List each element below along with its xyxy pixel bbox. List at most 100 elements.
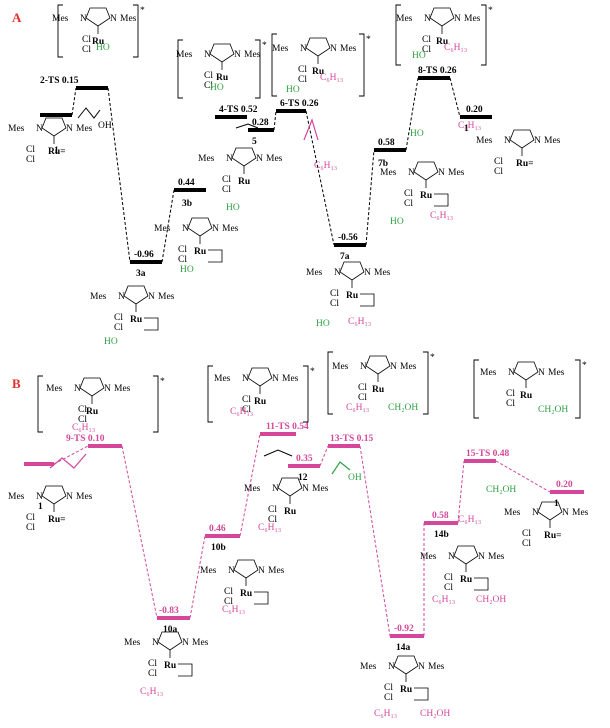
alkene-a-6 <box>303 118 319 141</box>
fragment-a-3b-ho: HO <box>226 203 240 213</box>
ts-bracket-a-2-star: * <box>140 6 145 16</box>
alkene-b-12 <box>263 449 293 457</box>
structure-b-1-ru: Ru= <box>48 515 66 525</box>
structure-b-13ts-n-left: N <box>360 362 367 372</box>
structure-b-14b-cl-2: Cl <box>444 583 453 593</box>
structure-b-14b-cl-1: Cl <box>444 573 453 583</box>
fragment-a-8-c6h13: C₆H₁₃ <box>458 121 481 131</box>
structure-a-1-end-mes-right: Mes <box>544 136 561 146</box>
structure-b-11ts-mes-left: Mes <box>214 374 231 384</box>
structure-a-8ts-n-left: N <box>424 14 431 24</box>
energy-value-a-3b: 0.44 <box>178 178 195 188</box>
structure-a-3a-ring-ru: Ru <box>130 315 143 325</box>
structure-a-6ts-cl-2: Cl <box>298 75 307 85</box>
structure-b-15ts-ru: Ru <box>520 391 533 401</box>
structure-a-3a-cl-2: Cl <box>178 255 187 265</box>
connector-a-9 <box>449 77 461 118</box>
connector-b-3 <box>239 433 261 537</box>
structure-a-7a-cl-2: Cl <box>330 299 339 309</box>
connector-a-1 <box>107 87 131 263</box>
structure-b-10b-mes-left: Mes <box>200 566 217 576</box>
fragment-a-5-c6h13: C₆H₁₃ <box>314 161 337 171</box>
structure-a-7a-mes-left: Mes <box>306 268 323 278</box>
structure-a-1-mes-right: Mes <box>76 124 93 134</box>
structure-b-1-end-cl-2: Cl <box>522 539 531 549</box>
structure-a-1-cl-2: Cl <box>26 155 35 165</box>
level-name-a-3a: 3a <box>136 269 146 279</box>
structure-a-3b-n-left: N <box>226 154 233 164</box>
structure-b-11ts-cl-2: Cl <box>242 405 251 415</box>
structure-a-1-end-n-right: N <box>534 136 541 146</box>
structure-a-1-end-ru: Ru= <box>516 159 534 169</box>
structure-b-10b-cl-2: Cl <box>224 597 233 607</box>
structure-b-9ts-n-left: N <box>74 384 81 394</box>
alkene-b-13 <box>331 461 351 475</box>
fragment-a-7b-c6h13: C₆H₁₃ <box>430 211 453 221</box>
structure-a-3b-mes-right: Mes <box>266 154 283 164</box>
structure-a-3a-n-right: N <box>212 224 219 234</box>
connector-a-6 <box>305 110 335 246</box>
structure-b-10b-mes-right: Mes <box>268 566 285 576</box>
structure-b-14b-mes-right: Mes <box>488 552 505 562</box>
level-name-b-10b: 10b <box>211 543 226 553</box>
structure-a-7b-n-right: N <box>438 168 445 178</box>
structure-a-8ts-cl-1: Cl <box>422 35 431 45</box>
structure-a-2ts-n-right: N <box>110 14 117 24</box>
structure-b-13ts-n-right: N <box>390 362 397 372</box>
connector-b-0 <box>53 445 89 465</box>
structure-b-15ts-n-left: N <box>508 368 515 378</box>
level-name-a-1end: 1 <box>464 124 469 134</box>
structure-b-9ts-ru: Ru <box>86 407 99 417</box>
fragment-a-7a-ho: HO <box>316 319 330 329</box>
structure-b-12-mes-left: Mes <box>244 484 261 494</box>
fragment-b-12-c6h13: C₆H₁₃ <box>258 523 281 533</box>
structure-a-2ts-n-left: N <box>80 14 87 24</box>
level-name-b-14b: 14b <box>434 530 449 540</box>
ts-bracket-a-4: * <box>177 39 267 99</box>
structure-a-7a-ru: Ru <box>346 291 359 301</box>
structure-b-11ts-cl-1: Cl <box>242 395 251 405</box>
fragment-a-alkene-oh: OH <box>98 121 112 131</box>
structure-a-1-n-left: N <box>36 124 43 134</box>
level-label-b-15ts: 15-TS 0.48 <box>466 449 510 459</box>
structure-a-1-end-mes-left: Mes <box>476 136 493 146</box>
structure-a-3a-ring-cl-2: Cl <box>114 323 123 333</box>
structure-b-1-end-mes-left: Mes <box>504 508 521 518</box>
level-name-a-1: 1 <box>54 146 59 156</box>
structure-b-12-mes-right: Mes <box>312 484 329 494</box>
fragment-a-2ts-ho: HO <box>96 43 110 53</box>
fragment-b-15-ch2oh: CH₂OH <box>486 485 516 495</box>
fragment-b-14b-ch2oh: CH₂OH <box>476 595 506 605</box>
structure-b-1-end-mes-right: Mes <box>572 508 589 518</box>
structure-a-6ts-n-right: N <box>330 44 337 54</box>
level-label-a-8ts: 8-TS 0.26 <box>418 66 457 76</box>
fragment-b-13ts-c6h13: C₆H₁₃ <box>346 403 369 413</box>
level-name-b-1end: 1 <box>554 499 559 509</box>
structure-a-6ts-mes-left: Mes <box>272 44 289 54</box>
structure-a-3a-ring-n-left: N <box>118 292 125 302</box>
structure-b-9ts-mes-right: Mes <box>114 384 131 394</box>
structure-a-7a-n-left: N <box>334 268 341 278</box>
structure-b-10a-n-left: N <box>152 638 159 648</box>
structure-a-7b-cl-1: Cl <box>404 189 413 199</box>
structure-a-6ts-ru: Ru <box>312 67 325 77</box>
structure-a-8ts-ru: Ru <box>436 37 449 47</box>
structure-a-3b-cl-1: Cl <box>222 175 231 185</box>
structure-a-3a-ring-mes-left: Mes <box>90 292 107 302</box>
alkene-a-5 <box>235 123 259 129</box>
ts-bracket-a-6-star: * <box>366 35 371 45</box>
energy-value-a-7a: -0.56 <box>338 233 358 243</box>
ts-bracket-a-4-star: * <box>262 41 267 51</box>
structure-a-8ts-cl-2: Cl <box>422 45 431 55</box>
structure-a-3a-cl-1: Cl <box>178 245 187 255</box>
structure-a-6ts-mes-right: Mes <box>340 44 357 54</box>
structure-a-3b-n-right: N <box>256 154 263 164</box>
structure-b-9ts-cl-2: Cl <box>78 415 87 425</box>
